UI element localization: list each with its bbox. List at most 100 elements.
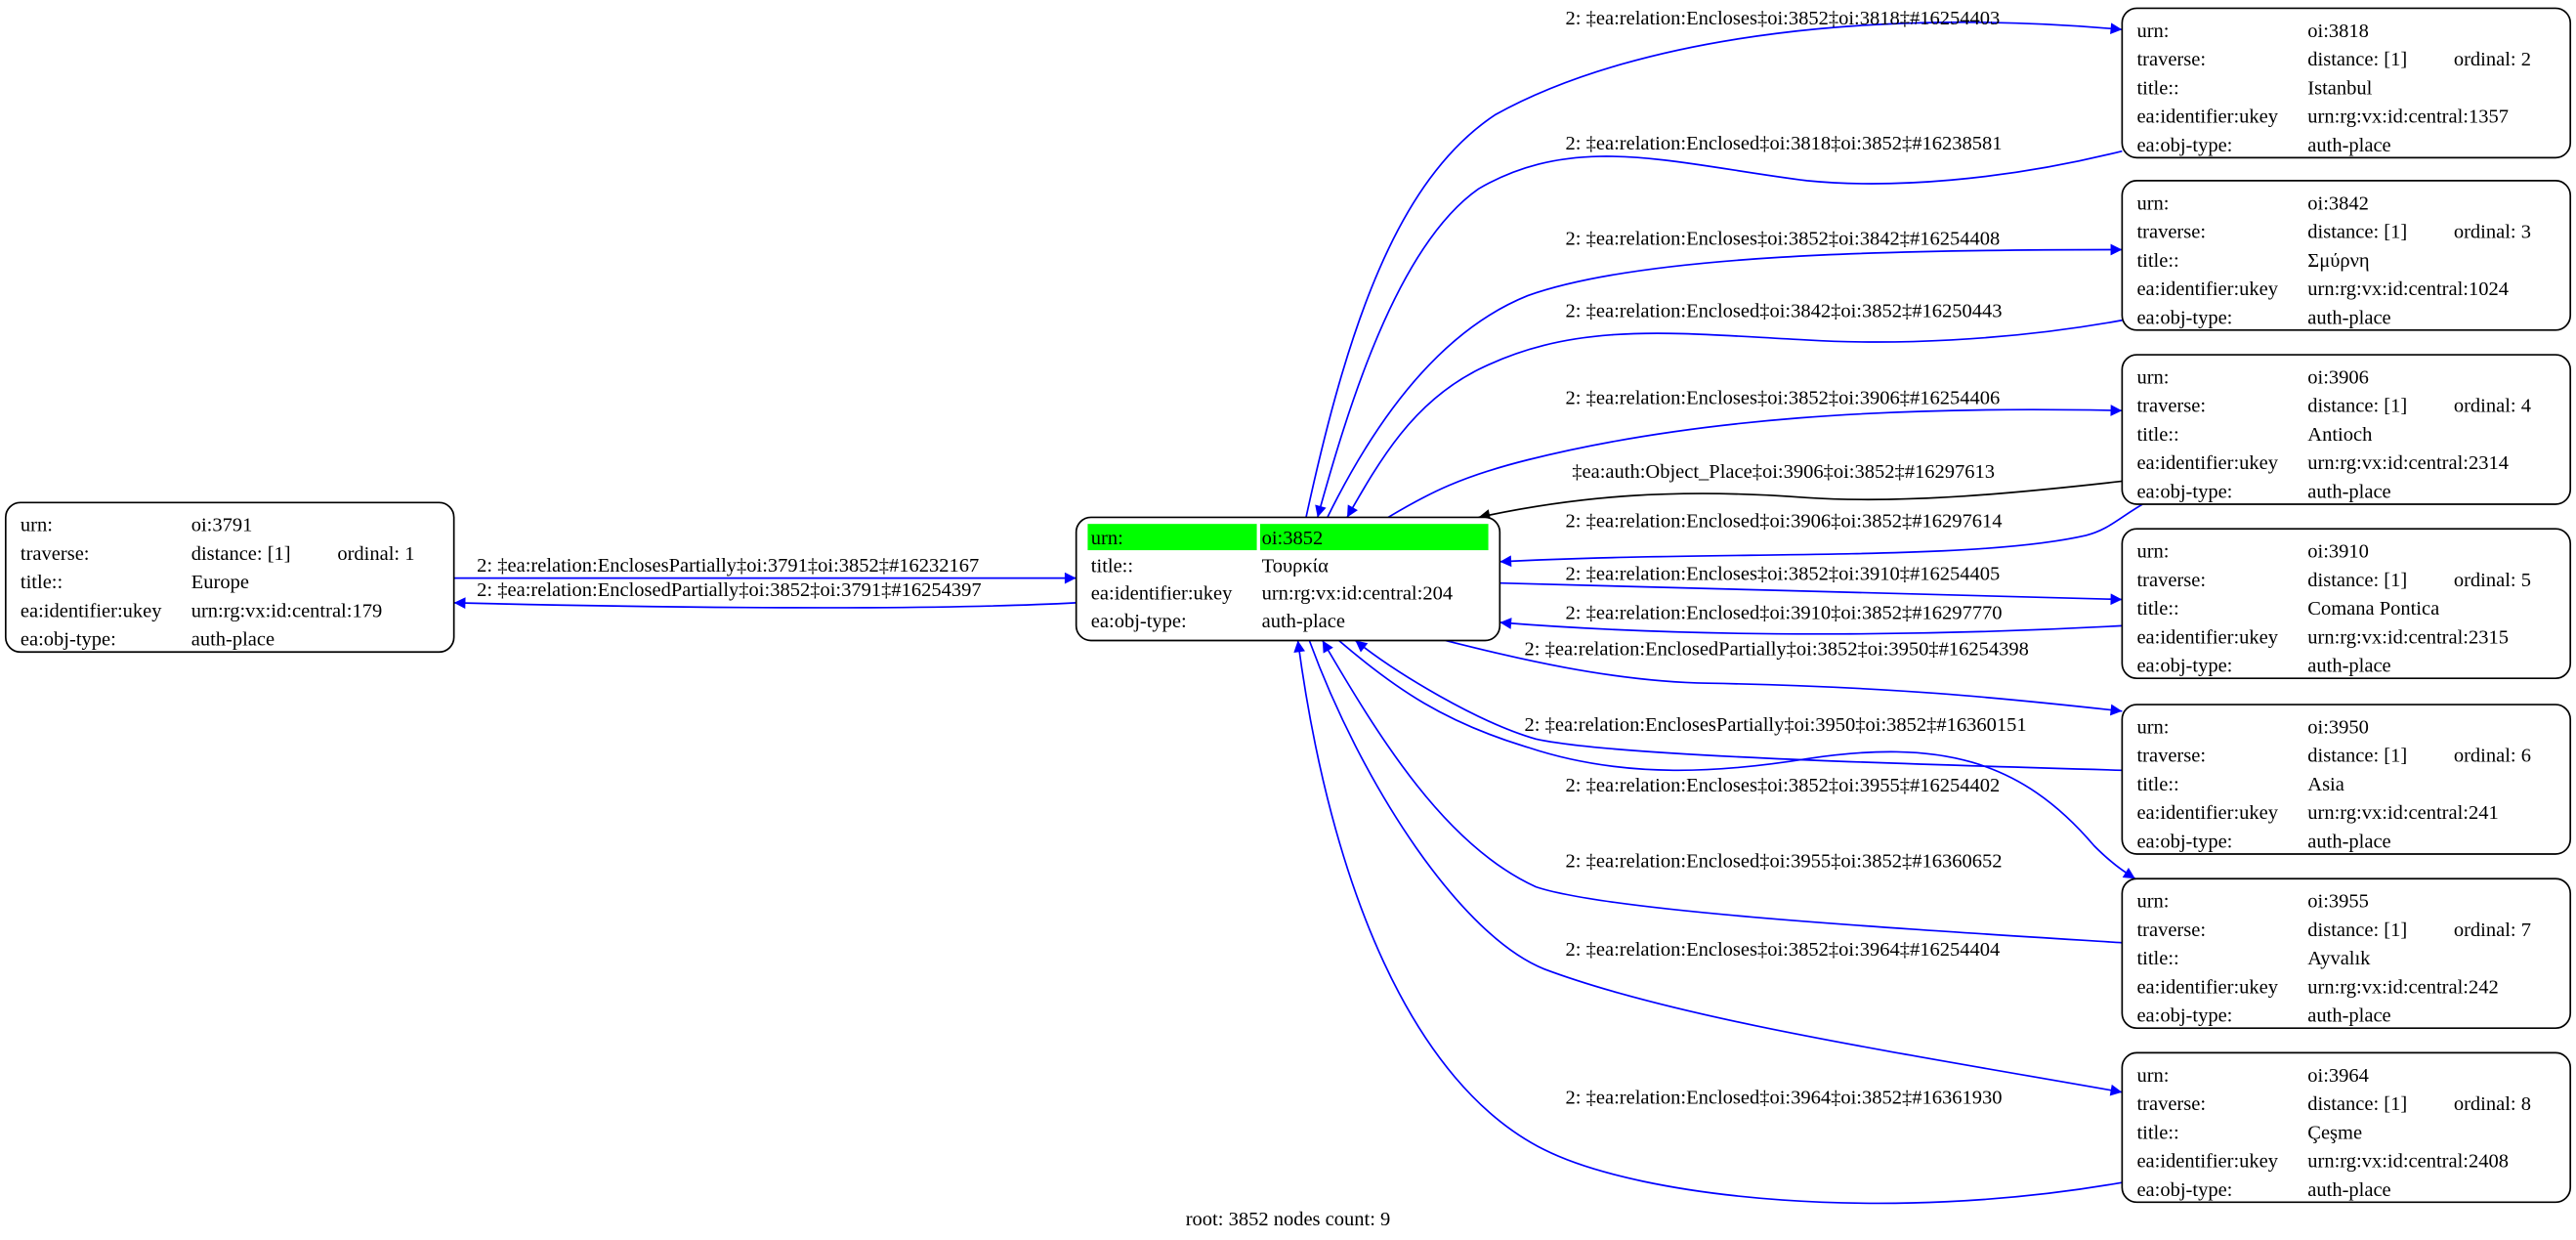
field-label: ea:identifier:ukey [2136, 976, 2278, 998]
field-value: auth-place [2307, 135, 2390, 156]
field-value: Comana Pontica [2307, 598, 2439, 620]
node-box [2121, 1051, 2572, 1204]
distance-value: distance: [1] [2307, 746, 2407, 767]
ordinal-value: ordinal: 1 [337, 543, 414, 565]
field-label: urn: [2136, 1065, 2169, 1087]
field-value: Σμύρνη [2307, 250, 2369, 272]
node-box [2121, 354, 2572, 505]
edge-line [1499, 618, 2123, 635]
node-box [2121, 180, 2572, 331]
field-label: traverse: [2136, 49, 2206, 70]
edge-label: 2: ‡ea:relation:Encloses‡oi:3852‡oi:3818… [1566, 8, 2001, 29]
field-value: Europe [191, 572, 249, 593]
field-label: traverse: [2136, 919, 2206, 941]
ordinal-value: ordinal: 6 [2454, 746, 2531, 767]
field-label: urn: [2136, 192, 2169, 214]
edge-label: 2: ‡ea:relation:Encloses‡oi:3852‡oi:3906… [1566, 387, 2001, 408]
edge-label: 2: ‡ea:relation:Encloses‡oi:3852‡oi:3955… [1566, 775, 2001, 796]
field-label: ea:identifier:ukey [2136, 1151, 2278, 1173]
node-box [4, 501, 455, 654]
distance-value: distance: [1] [2307, 222, 2407, 243]
node-oi-3950[interactable]: urn: oi:3950 traverse: distance: [1] ordinal… [2121, 704, 2572, 855]
field-label: title:: [2136, 1122, 2178, 1143]
edge-line [1293, 640, 2123, 1205]
node-box [2121, 528, 2572, 680]
field-label: ea:obj-type: [21, 629, 116, 651]
field-label: ea:identifier:ukey [2136, 452, 2278, 474]
ordinal-value: ordinal: 4 [2454, 396, 2531, 417]
edge-label: 2: ‡ea:relation:Enclosed‡oi:3910‡oi:3852… [1566, 603, 2003, 624]
distance-value: distance: [1] [2307, 396, 2407, 417]
field-label: title:: [2136, 598, 2178, 620]
field-label: urn: [2136, 366, 2169, 388]
field-value: oi:3950 [2307, 716, 2369, 738]
field-label: urn: [2136, 541, 2169, 563]
field-label: ea:obj-type: [2136, 135, 2232, 156]
edge-line [1445, 639, 2123, 716]
field-value: Asia [2307, 774, 2344, 795]
field-value: Istanbul [2307, 77, 2372, 99]
distance-value: distance: [1] [2307, 919, 2407, 941]
field-label: title:: [1091, 555, 1133, 577]
edge-label: 2: ‡ea:relation:Enclosed‡oi:3964‡oi:3852… [1566, 1087, 2003, 1108]
edge-line [1327, 243, 2123, 518]
distance-value: distance: [1] [2307, 49, 2407, 70]
field-label: traverse: [2136, 746, 2206, 767]
field-value: Çeşme [2307, 1122, 2362, 1143]
edge-line [1315, 150, 2123, 518]
edge-line [1308, 640, 2123, 1096]
field-label: title:: [2136, 774, 2178, 795]
edge-line [1305, 21, 2123, 518]
edge-label: 2: ‡ea:relation:EnclosedPartially‡oi:385… [477, 579, 981, 601]
field-value: Antioch [2307, 424, 2372, 446]
ordinal-value: ordinal: 7 [2454, 919, 2531, 941]
edge-label: 2: ‡ea:relation:Encloses‡oi:3852‡oi:3964… [1566, 939, 2001, 961]
field-value: Ayvalık [2307, 948, 2371, 969]
edge-label: ‡ea:auth:Object_Place‡oi:3906‡oi:3852‡#1… [1572, 461, 1995, 483]
distance-value: distance: [1] [2307, 1093, 2407, 1115]
field-label: traverse: [21, 543, 90, 565]
root-node[interactable]: urn:oi:3852title::Τουρκίαea:identifier:u… [1075, 516, 1501, 642]
field-label: traverse: [2136, 222, 2206, 243]
edge-label: 2: ‡ea:relation:Enclosed‡oi:3906‡oi:3852… [1566, 511, 2003, 533]
field-value: auth-place [191, 629, 274, 651]
field-label: ea:obj-type: [1091, 611, 1187, 632]
edge-line [1322, 640, 2123, 944]
edge-line [1346, 319, 2123, 518]
field-value: urn:rg:vx:id:central:2408 [2307, 1151, 2509, 1173]
field-value: auth-place [2307, 656, 2390, 677]
edges-layer: 2: ‡ea:relation:EnclosesPartially‡oi:379… [453, 8, 2149, 1205]
edge-line [1499, 581, 2123, 606]
field-label: urn: [1091, 528, 1123, 549]
field-value: auth-place [2307, 307, 2390, 328]
field-label: ea:obj-type: [2136, 1005, 2232, 1027]
field-value: urn:rg:vx:id:central:242 [2307, 976, 2498, 998]
field-label: urn: [2136, 716, 2169, 738]
field-value: urn:rg:vx:id:central:179 [191, 600, 382, 621]
field-value: auth-place [2307, 1179, 2390, 1201]
field-label: ea:identifier:ukey [2136, 107, 2278, 128]
node-box [2121, 877, 2572, 1030]
field-value: Τουρκία [1262, 555, 1330, 577]
field-label: ea:obj-type: [2136, 1179, 2232, 1201]
highlight-cell [1087, 524, 1257, 551]
edge-label: 2: ‡ea:relation:Encloses‡oi:3852‡oi:3910… [1566, 563, 2001, 584]
field-label: ea:obj-type: [2136, 831, 2232, 852]
field-value: urn:rg:vx:id:central:241 [2307, 802, 2498, 824]
ordinal-value: ordinal: 3 [2454, 222, 2531, 243]
field-value: urn:rg:vx:id:central:2314 [2307, 452, 2509, 474]
field-label: traverse: [2136, 396, 2206, 417]
field-label: urn: [2136, 891, 2169, 913]
field-label: ea:identifier:ukey [21, 600, 162, 621]
field-value: auth-place [1262, 611, 1345, 632]
field-value: urn:rg:vx:id:central:204 [1262, 583, 1453, 605]
field-value: auth-place [2307, 831, 2390, 852]
